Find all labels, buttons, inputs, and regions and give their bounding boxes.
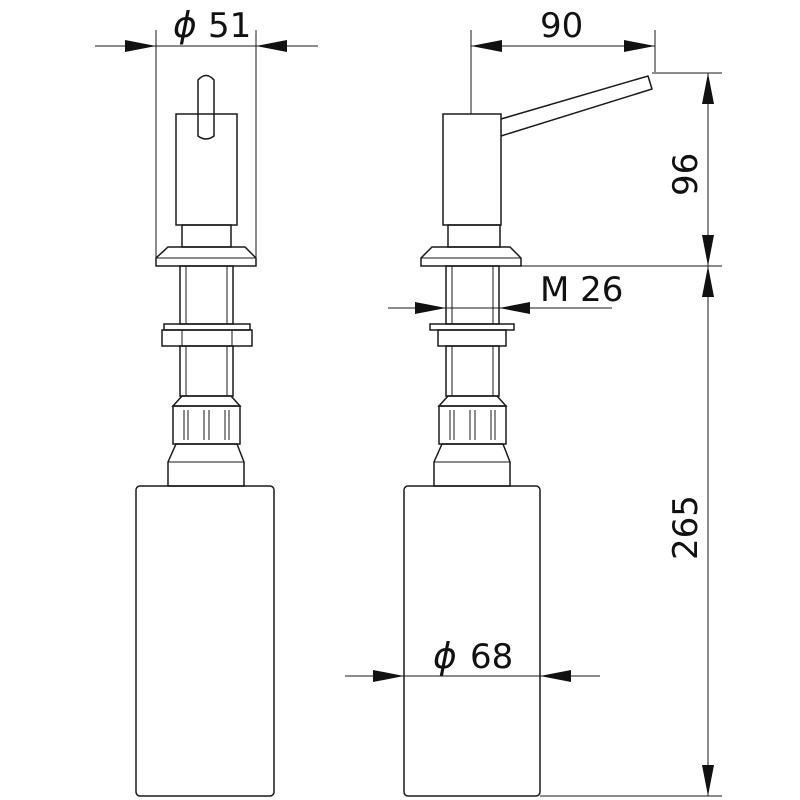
front-flange <box>155 246 257 267</box>
side-head-body <box>442 113 502 226</box>
front-view <box>135 74 275 797</box>
dim-thread-value: M 26 <box>540 270 623 310</box>
dim-top-diameter-symbol: ϕ <box>173 5 197 46</box>
dim-top-diameter: ϕ 51 <box>95 5 318 258</box>
dim-total-height-value: 265 <box>666 495 706 560</box>
side-lower-tube <box>445 345 500 397</box>
side-lever-end <box>647 75 653 90</box>
dim-bottle-diameter: ϕ 68 <box>345 636 600 682</box>
side-nut-washer <box>429 323 515 331</box>
front-nut-washer <box>163 323 251 331</box>
dim-thread: M 26 <box>388 270 623 314</box>
front-lever <box>197 74 215 140</box>
side-flange <box>420 246 522 267</box>
dim-bottle-diameter-value: 68 <box>470 637 513 677</box>
dim-bottle-diameter-symbol: ϕ <box>433 636 457 677</box>
front-collar <box>172 405 241 445</box>
dim-lever-reach: 90 <box>470 6 656 114</box>
side-lever <box>500 75 653 137</box>
side-neck <box>447 224 501 248</box>
front-thread-shaft <box>179 265 234 325</box>
front-collar-top <box>171 395 242 407</box>
side-thread-shaft <box>445 265 500 325</box>
front-lower-tube <box>179 345 234 397</box>
dim-total-height: 265 <box>540 266 722 797</box>
side-nut <box>437 329 507 347</box>
side-collar <box>438 405 507 445</box>
front-nut <box>161 329 253 347</box>
front-head-body <box>175 113 238 226</box>
front-cap <box>167 443 245 487</box>
front-bottle <box>135 485 275 797</box>
side-cap <box>433 443 511 487</box>
side-view <box>403 75 653 797</box>
dim-top-height: 96 <box>521 72 722 267</box>
dim-top-diameter-value: 51 <box>208 6 251 46</box>
dim-top-height-value: 96 <box>666 153 706 196</box>
side-bottle <box>403 485 541 797</box>
side-collar-top <box>437 395 508 407</box>
dim-lever-reach-value: 90 <box>540 6 583 46</box>
front-neck <box>181 224 232 248</box>
